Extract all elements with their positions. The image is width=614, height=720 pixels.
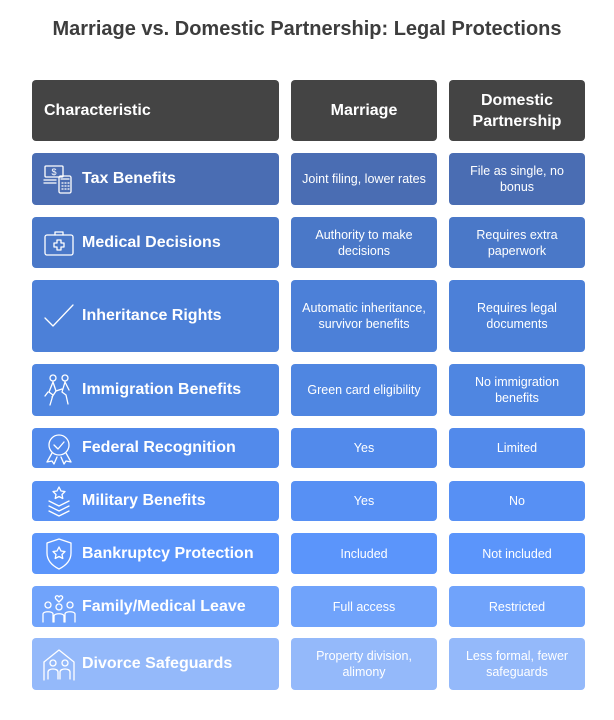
row-characteristic: Inheritance Rights [32,280,279,352]
marriage-cell: Joint filing, lower rates [291,153,437,205]
characteristic-label: Inheritance Rights [82,307,222,324]
row-characteristic: Bankruptcy Protection [32,533,279,574]
characteristic-label: Military Benefits [82,492,206,509]
military-chevron-icon [42,484,76,518]
home-family-icon [42,647,76,681]
marriage-cell: Included [291,533,437,574]
domestic-partnership-cell: File as single, no bonus [449,153,585,205]
row-characteristic: Divorce Safeguards [32,638,279,690]
domestic-partnership-cell: Requires legal documents [449,280,585,352]
row-characteristic: Immigration Benefits [32,364,279,416]
marriage-cell: Yes [291,428,437,468]
row-characteristic: Military Benefits [32,481,279,521]
checkmark-icon [42,299,76,333]
marriage-cell: Green card eligibility [291,364,437,416]
characteristic-label: Immigration Benefits [82,381,242,398]
domestic-partnership-cell: No immigration benefits [449,364,585,416]
tax-calculator-icon: $ [42,162,76,196]
row-characteristic: Family/Medical Leave [32,586,279,627]
domestic-partnership-cell: Not included [449,533,585,574]
award-badge-icon [42,431,76,465]
row-characteristic: Medical Decisions [32,217,279,268]
domestic-partnership-cell: Restricted [449,586,585,627]
marriage-cell: Full access [291,586,437,627]
family-icon [42,590,76,624]
medical-kit-icon [42,226,76,260]
domestic-partnership-cell: Less formal, fewer safeguards [449,638,585,690]
row-characteristic: $ Tax Benefits [32,153,279,205]
domestic-partnership-cell: No [449,481,585,521]
svg-text:$: $ [51,167,56,177]
shield-star-icon [42,537,76,571]
domestic-partnership-cell: Limited [449,428,585,468]
characteristic-label: Tax Benefits [82,170,176,187]
characteristic-label: Bankruptcy Protection [82,544,254,562]
characteristic-label: Family/Medical Leave [82,597,246,615]
marriage-cell: Authority to make decisions [291,217,437,268]
characteristic-label: Federal Recognition [82,439,236,456]
characteristic-label: Divorce Safeguards [82,655,233,672]
header-characteristic: Characteristic [32,80,279,141]
marriage-cell: Automatic inheritance, survivor benefits [291,280,437,352]
row-characteristic: Federal Recognition [32,428,279,468]
marriage-cell: Property division, alimony [291,638,437,690]
characteristic-label: Medical Decisions [82,233,221,251]
people-walking-icon [42,373,76,407]
domestic-partnership-cell: Requires extra paperwork [449,217,585,268]
header-domestic-partnership: Domestic Partnership [449,80,585,141]
page-title: Marriage vs. Domestic Partnership: Legal… [52,18,562,40]
header-marriage: Marriage [291,80,437,141]
marriage-cell: Yes [291,481,437,521]
